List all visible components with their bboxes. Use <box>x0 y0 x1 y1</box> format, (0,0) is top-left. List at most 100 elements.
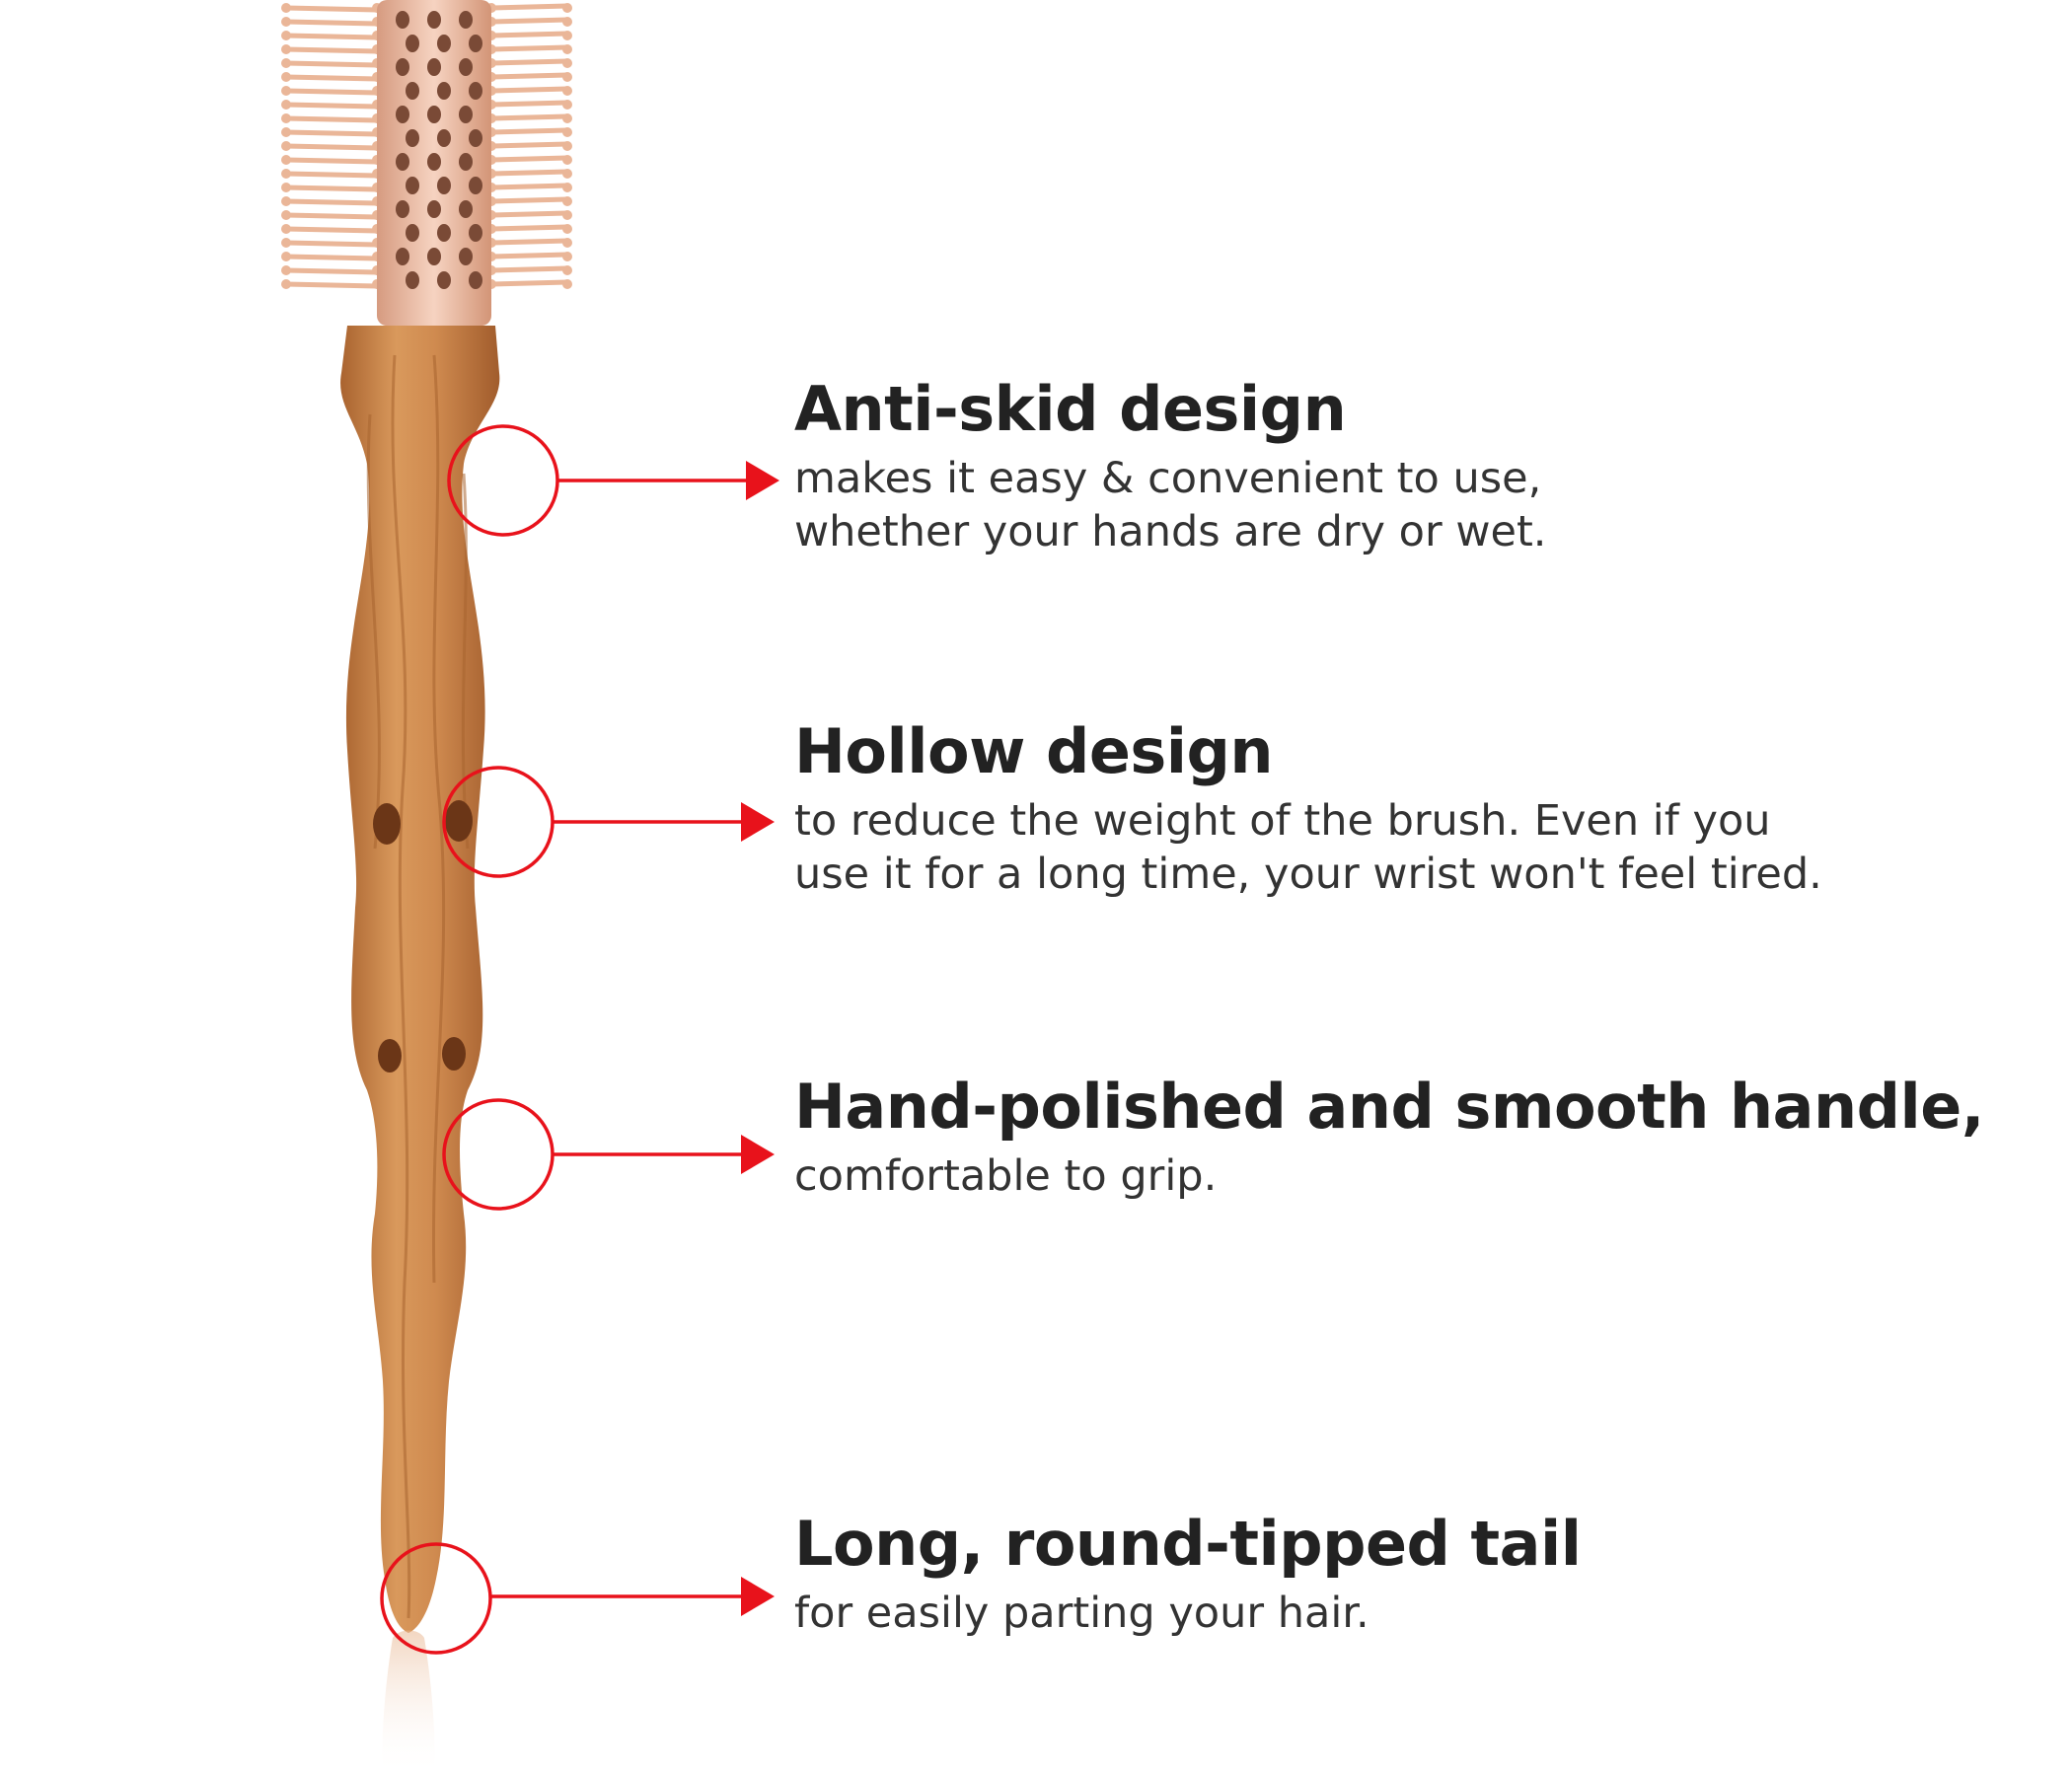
description-line: whether your hands are dry or wet. <box>794 507 1547 556</box>
bristle <box>488 183 570 190</box>
barrel-vent <box>396 11 409 29</box>
barrel-vent <box>469 177 482 194</box>
bristle <box>283 143 380 151</box>
bristle <box>283 226 380 234</box>
barrel-vent <box>427 58 441 76</box>
bristle-tip <box>562 196 572 206</box>
bristle <box>488 141 570 149</box>
barrel-vent <box>437 35 451 52</box>
barrel-vent <box>427 200 441 218</box>
bristle-tip <box>281 279 291 289</box>
bristle-tip <box>562 127 572 137</box>
barrel-vent <box>469 82 482 100</box>
barrel-vent <box>406 224 419 242</box>
bristle <box>283 19 380 27</box>
bristle <box>488 44 570 52</box>
bristle <box>488 3 570 11</box>
bristle-tip <box>281 3 291 13</box>
bristle-tip <box>281 86 291 96</box>
barrel-vent <box>396 200 409 218</box>
bristle-tip <box>281 224 291 234</box>
barrel-vent <box>459 200 473 218</box>
bristle-tip <box>281 44 291 54</box>
bristle <box>283 267 380 275</box>
bristle-tip <box>562 155 572 165</box>
bristle-tip <box>281 58 291 68</box>
callout-circle <box>380 1542 492 1655</box>
bristle <box>488 113 570 121</box>
bristle-tip <box>562 238 572 248</box>
barrel-vent <box>469 224 482 242</box>
barrel-vent <box>396 58 409 76</box>
barrel-vent <box>396 153 409 171</box>
description-line: makes it easy & convenient to use, <box>794 454 1542 503</box>
feature-hand-polished: Hand-polished and smooth handle, comfort… <box>794 1071 2037 1203</box>
callout-circle <box>442 1098 555 1211</box>
barrel-vent <box>427 248 441 265</box>
bristle <box>488 31 570 38</box>
bristle <box>283 198 380 206</box>
barrel-vent <box>437 177 451 194</box>
bristle-tip <box>281 155 291 165</box>
bristle-tip <box>281 72 291 82</box>
bristle <box>283 254 380 261</box>
barrel-vent <box>437 129 451 147</box>
bristle-tip <box>281 183 291 192</box>
barrel-vent <box>469 271 482 289</box>
bristle-tip <box>562 279 572 289</box>
feature-title: Long, round-tipped tail <box>794 1508 1582 1580</box>
bristle-tip <box>281 238 291 248</box>
description-line: for easily parting your hair. <box>794 1589 1369 1638</box>
callout-3 <box>442 1098 775 1211</box>
bristle-tip <box>562 72 572 82</box>
bristle <box>488 224 570 232</box>
arrow-head-icon <box>746 461 779 500</box>
barrel-vent <box>406 35 419 52</box>
bristle <box>283 115 380 123</box>
bristle <box>283 185 380 192</box>
barrel-vent <box>459 248 473 265</box>
bristle <box>283 212 380 220</box>
bristle-tip <box>562 141 572 151</box>
bristle-tip <box>281 31 291 40</box>
tail-reflection <box>382 1630 435 1776</box>
arrow-head-icon <box>741 1577 775 1616</box>
bristle <box>488 279 570 287</box>
bristle <box>488 196 570 204</box>
barrel-vent <box>406 129 419 147</box>
barrel-vent <box>459 11 473 29</box>
bristle <box>488 86 570 94</box>
bristle <box>283 129 380 137</box>
arrow-head-icon <box>741 1135 775 1174</box>
barrel-vent <box>459 58 473 76</box>
bristle-tip <box>281 196 291 206</box>
bristle-tip <box>281 265 291 275</box>
description-line: comfortable to grip. <box>794 1151 1218 1201</box>
barrel-vent <box>437 82 451 100</box>
callout-4 <box>380 1542 775 1655</box>
barrel-vent <box>469 35 482 52</box>
bristle <box>283 60 380 68</box>
bristle-tip <box>281 100 291 110</box>
bristle-tip <box>281 210 291 220</box>
bristle-tip <box>562 252 572 261</box>
barrel-vent <box>469 129 482 147</box>
bristle-tip <box>562 44 572 54</box>
bristle-tip <box>562 100 572 110</box>
barrel-vent <box>396 248 409 265</box>
bristle <box>283 102 380 110</box>
bristle-tip <box>562 86 572 96</box>
feature-description: to reduce the weight of the brush. Even … <box>794 794 2037 901</box>
bristle-tip <box>281 252 291 261</box>
feature-anti-skid: Anti-skid design makes it easy & conveni… <box>794 373 2037 558</box>
bristle <box>488 169 570 177</box>
bristle <box>283 33 380 40</box>
barrel-vent <box>406 82 419 100</box>
bristle-tip <box>562 224 572 234</box>
barrel-vent <box>459 153 473 171</box>
bristle <box>283 88 380 96</box>
bristle-tip <box>562 31 572 40</box>
barrel-vents <box>396 11 482 289</box>
bristle-tip <box>562 58 572 68</box>
wooden-handle <box>340 326 500 1633</box>
